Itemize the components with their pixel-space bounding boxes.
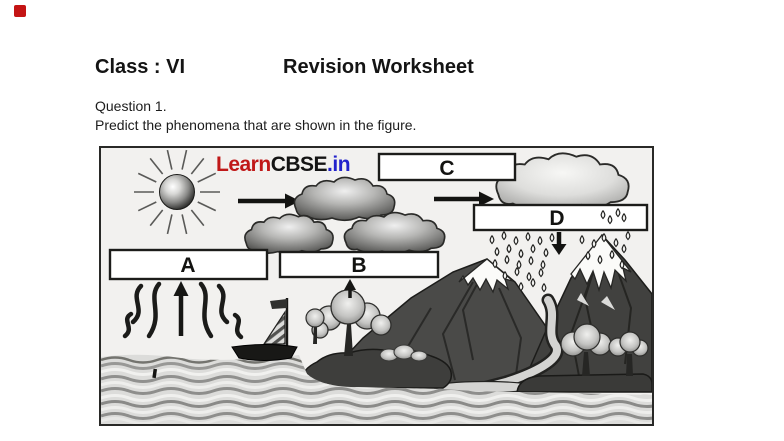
red-marker-square	[14, 5, 26, 17]
tree-right-1	[560, 323, 612, 376]
sun-rays	[134, 149, 220, 235]
boat-flag	[270, 299, 287, 309]
cloud-lower-right	[343, 211, 446, 255]
boat-mast	[285, 298, 289, 349]
worksheet-title: Revision Worksheet	[283, 56, 474, 78]
question-number: Question 1.	[95, 98, 167, 114]
label-box-a: A	[108, 248, 269, 281]
watermark-text: LearnCBSE.in	[216, 153, 350, 176]
label-letter-c: C	[439, 157, 454, 180]
class-label: Class : VI	[95, 56, 186, 78]
sailboat	[231, 298, 298, 361]
snow-streak	[601, 296, 615, 310]
watermark-learn: Learn	[216, 153, 271, 176]
water-cycle-diagram: LearnCBSE.in	[101, 149, 652, 424]
sun-icon	[134, 149, 220, 235]
label-box-d: D	[472, 203, 649, 232]
boat-hull	[231, 344, 298, 361]
watermark-cbse: CBSE	[271, 153, 328, 176]
label-box-b: B	[278, 250, 440, 279]
bushes	[379, 344, 428, 362]
island-right	[516, 323, 652, 393]
snow-streak	[577, 293, 589, 306]
label-letter-b: B	[351, 254, 366, 277]
arrow-transpiration-up-icon	[344, 279, 356, 298]
evaporation-squiggles	[122, 281, 244, 340]
label-box-c: C	[377, 152, 517, 182]
arrow-clouds-to-raincloud-icon	[434, 191, 494, 207]
tree-right-2	[608, 331, 649, 376]
watermark-in: .in	[327, 153, 350, 176]
tree-small	[305, 308, 325, 344]
arrow-rain-down-icon	[551, 232, 567, 255]
river	[432, 293, 564, 395]
label-letter-d: D	[549, 207, 564, 230]
island-left	[300, 289, 453, 389]
worksheet-figure: LearnCBSE.in	[99, 146, 654, 426]
arrow-sun-to-clouds-icon	[238, 193, 300, 209]
arrow-evaporation-up-icon	[173, 281, 189, 336]
water-dash-mark	[152, 368, 158, 379]
boat-sail	[262, 309, 286, 345]
cloud-top	[293, 176, 396, 222]
label-letter-a: A	[180, 254, 195, 277]
question-prompt: Predict the phenomena that are shown in …	[95, 117, 417, 133]
